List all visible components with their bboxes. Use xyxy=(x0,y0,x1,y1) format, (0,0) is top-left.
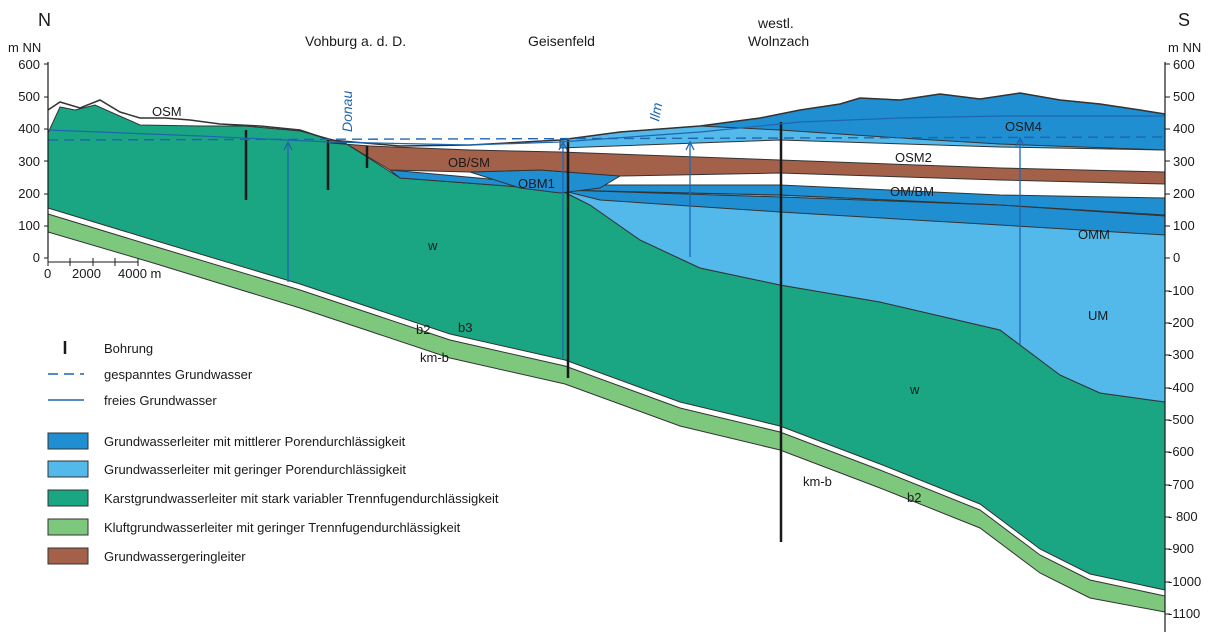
svg-text:-400: -400 xyxy=(1168,380,1194,395)
svg-text:-300: -300 xyxy=(1168,347,1194,362)
place-vohburg: Vohburg a. d. D. xyxy=(305,33,406,49)
river-donau: Donau xyxy=(339,91,355,132)
unit-w-right: w xyxy=(909,382,920,397)
right-axis-ticks xyxy=(1165,63,1170,615)
legend-item-0: Grundwasserleiter mit mittlerer Porendur… xyxy=(104,434,406,449)
legend-item-1: Grundwasserleiter mit geringer Porendurc… xyxy=(104,462,406,477)
svg-text:300: 300 xyxy=(1173,154,1195,169)
unit-obm1: OBM1 xyxy=(518,176,555,191)
unit-um: UM xyxy=(1088,308,1108,323)
river-ilm: Ilm xyxy=(646,101,665,122)
right-unit-label: m NN xyxy=(1168,40,1201,55)
legend-confined-label: gespanntes Grundwasser xyxy=(104,367,253,382)
svg-text:0: 0 xyxy=(44,266,51,281)
svg-text:4000 m: 4000 m xyxy=(118,266,161,281)
svg-text:0: 0 xyxy=(33,250,40,265)
svg-text:400: 400 xyxy=(1173,121,1195,136)
svg-text:200: 200 xyxy=(1173,186,1195,201)
unit-b2-right: b2 xyxy=(907,490,921,505)
place-geisenfeld: Geisenfeld xyxy=(528,33,595,49)
svg-text:-900: -900 xyxy=(1168,541,1194,556)
svg-text:-500: -500 xyxy=(1168,412,1194,427)
svg-text:300: 300 xyxy=(18,154,40,169)
svg-text:500: 500 xyxy=(1173,89,1195,104)
legend-item-4: Grundwassergeringleiter xyxy=(104,549,246,564)
svg-text:0: 0 xyxy=(1173,250,1180,265)
scale-labels: 0 2000 4000 m xyxy=(44,266,161,281)
legend-swatch-3 xyxy=(47,518,89,536)
unit-b2-left: b2 xyxy=(416,322,430,337)
free-groundwater-line xyxy=(47,115,1165,146)
svg-text:500: 500 xyxy=(18,89,40,104)
legend-item-2: Karstgrundwasserleiter mit stark variabl… xyxy=(104,491,499,506)
svg-text:- 800: - 800 xyxy=(1168,509,1198,524)
aquitard-obsm xyxy=(329,142,1166,185)
piezometer-arrows xyxy=(283,136,1025,358)
unit-osm2: OSM2 xyxy=(895,150,932,165)
svg-text:-100: -100 xyxy=(1168,283,1194,298)
left-unit-label: m NN xyxy=(8,40,41,55)
svg-text:200: 200 xyxy=(18,186,40,201)
legend-free-label: freies Grundwasser xyxy=(104,393,217,408)
unit-b3: b3 xyxy=(458,320,472,335)
svg-text:600: 600 xyxy=(18,57,40,72)
svg-text:400: 400 xyxy=(18,121,40,136)
legend-swatch-0 xyxy=(47,432,89,450)
scale-bar xyxy=(47,258,139,266)
unit-osm: OSM xyxy=(152,104,182,119)
legend-swatch-4 xyxy=(47,547,89,565)
svg-text:100: 100 xyxy=(1173,218,1195,233)
svg-text:2000: 2000 xyxy=(72,266,101,281)
unit-obsm: OB/SM xyxy=(448,155,490,170)
place-wolnzach-1: westl. xyxy=(757,15,794,31)
unit-kmb-right: km-b xyxy=(803,474,832,489)
terrain-surface xyxy=(47,92,1166,147)
unit-w-left: w xyxy=(427,238,438,253)
unit-kmb-left: km-b xyxy=(420,350,449,365)
legend-borehole-label: Bohrung xyxy=(104,341,153,356)
legend-swatch-2 xyxy=(47,489,89,507)
north-label: N xyxy=(38,10,51,30)
svg-text:100: 100 xyxy=(18,218,40,233)
svg-text:-200: -200 xyxy=(1168,315,1194,330)
svg-text:-1000: -1000 xyxy=(1168,574,1201,589)
svg-text:-600: -600 xyxy=(1168,444,1194,459)
svg-text:-700: -700 xyxy=(1168,477,1194,492)
unit-ombm: OM/BM xyxy=(890,184,934,199)
unit-osm4: OSM4 xyxy=(1005,119,1042,134)
legend: Bohrung gespanntes Grundwasser freies Gr… xyxy=(47,341,499,565)
unit-omm: OMM xyxy=(1078,227,1110,242)
legend-swatch-1 xyxy=(47,460,89,478)
south-label: S xyxy=(1178,10,1190,30)
left-tick-labels: 600 500 400 300 200 100 0 xyxy=(18,57,40,265)
left-axis-ticks xyxy=(44,63,48,259)
confined-groundwater-line xyxy=(47,136,1166,141)
svg-text:-1100: -1100 xyxy=(1168,606,1200,621)
legend-item-3: Kluftgrundwasserleiter mit geringer Tren… xyxy=(104,520,461,535)
right-tick-labels: 600 500 400 300 200 100 0 -100 -200 -300… xyxy=(1168,57,1201,621)
svg-text:600: 600 xyxy=(1173,57,1195,72)
place-wolnzach-2: Wolnzach xyxy=(748,33,809,49)
